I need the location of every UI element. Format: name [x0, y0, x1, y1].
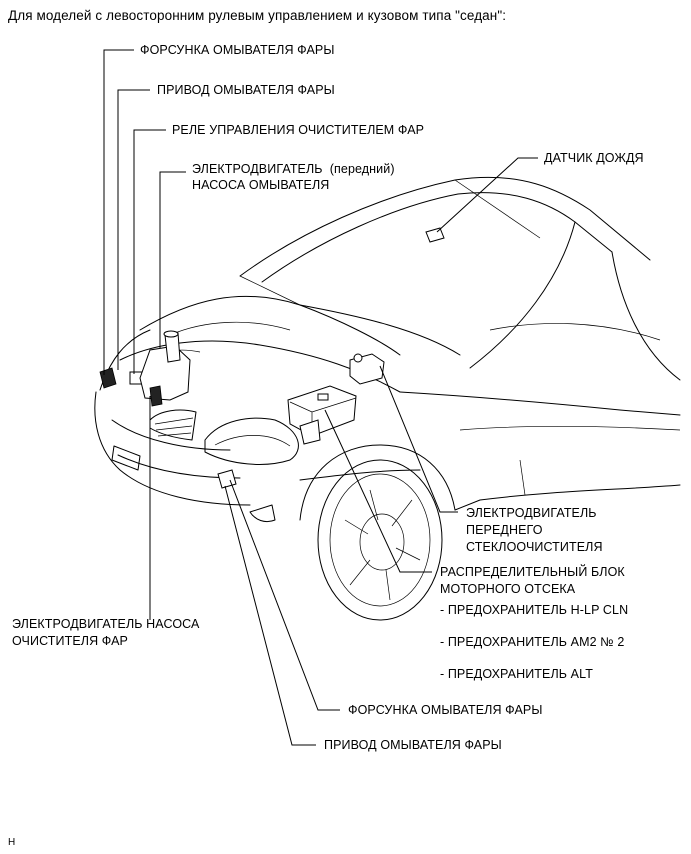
front-wiper-motor-part: [349, 353, 385, 385]
label-headlamp-cleaner-relay: РЕЛЕ УПРАВЛЕНИЯ ОЧИСТИТЕЛЕМ ФАР: [172, 123, 425, 137]
label-front-wiper-motor-line3: СТЕКЛООЧИСТИТЕЛЯ: [466, 540, 603, 554]
label-headlamp-washer-nozzle-top: ФОРСУНКА ОМЫВАТЕЛЯ ФАРЫ: [140, 43, 335, 57]
label-front-wiper-motor-line2: ПЕРЕДНЕГО: [466, 523, 543, 537]
label-rain-sensor: ДАТЧИК ДОЖДЯ: [544, 151, 644, 165]
headlamp-washer-nozzle-left: [99, 367, 117, 389]
label-headlamp-washer-nozzle-bottom: ФОРСУНКА ОМЫВАТЕЛЯ ФАРЫ: [348, 703, 543, 717]
label-front-wiper-motor-line1: ЭЛЕКТРОДВИГАТЕЛЬ: [466, 506, 597, 520]
washer-tank: [139, 330, 191, 407]
leader-lines: [103, 49, 538, 746]
headlamp-washer-nozzle-bottom-part: [217, 469, 237, 489]
rain-sensor-part: [425, 227, 445, 243]
label-fuse-am2: - ПРЕДОХРАНИТЕЛЬ AM2 № 2: [440, 635, 625, 649]
label-front-washer-motor-line1-b: (передний): [329, 162, 395, 176]
label-fuse-alt: - ПРЕДОХРАНИТЕЛЬ ALT: [440, 667, 593, 681]
label-headlamp-cleaner-pump-line2: ОЧИСТИТЕЛЯ ФАР: [12, 634, 128, 648]
label-front-washer-motor-line1-a: ЭЛЕКТРОДВИГАТЕЛЬ: [192, 162, 323, 176]
diagram-heading: Для моделей с левосторонним рулевым упра…: [8, 8, 507, 23]
engine-room-junction-block-part: [287, 385, 357, 445]
label-headlamp-cleaner-pump-line1: ЭЛЕКТРОДВИГАТЕЛЬ НАСОСА: [12, 617, 200, 631]
label-headlamp-washer-actuator-bottom: ПРИВОД ОМЫВАТЕЛЯ ФАРЫ: [324, 738, 502, 752]
label-engine-room-block-line1: РАСПРЕДЕЛИТЕЛЬНЫЙ БЛОК: [440, 565, 625, 579]
figure-code: H: [8, 837, 16, 848]
label-engine-room-block-line2: МОТОРНОГО ОТСЕКА: [440, 582, 576, 596]
label-fuse-hlp-cln: - ПРЕДОХРАНИТЕЛЬ H-LP CLN: [440, 603, 629, 617]
car-body-outline: [94, 176, 681, 621]
label-front-washer-motor-line2: НАСОСА ОМЫВАТЕЛЯ: [192, 178, 330, 192]
label-front-washer-motor-line1: ЭЛЕКТРОДВИГАТЕЛЬ (передний): [192, 162, 395, 177]
label-headlamp-washer-actuator-top: ПРИВОД ОМЫВАТЕЛЯ ФАРЫ: [157, 83, 335, 97]
